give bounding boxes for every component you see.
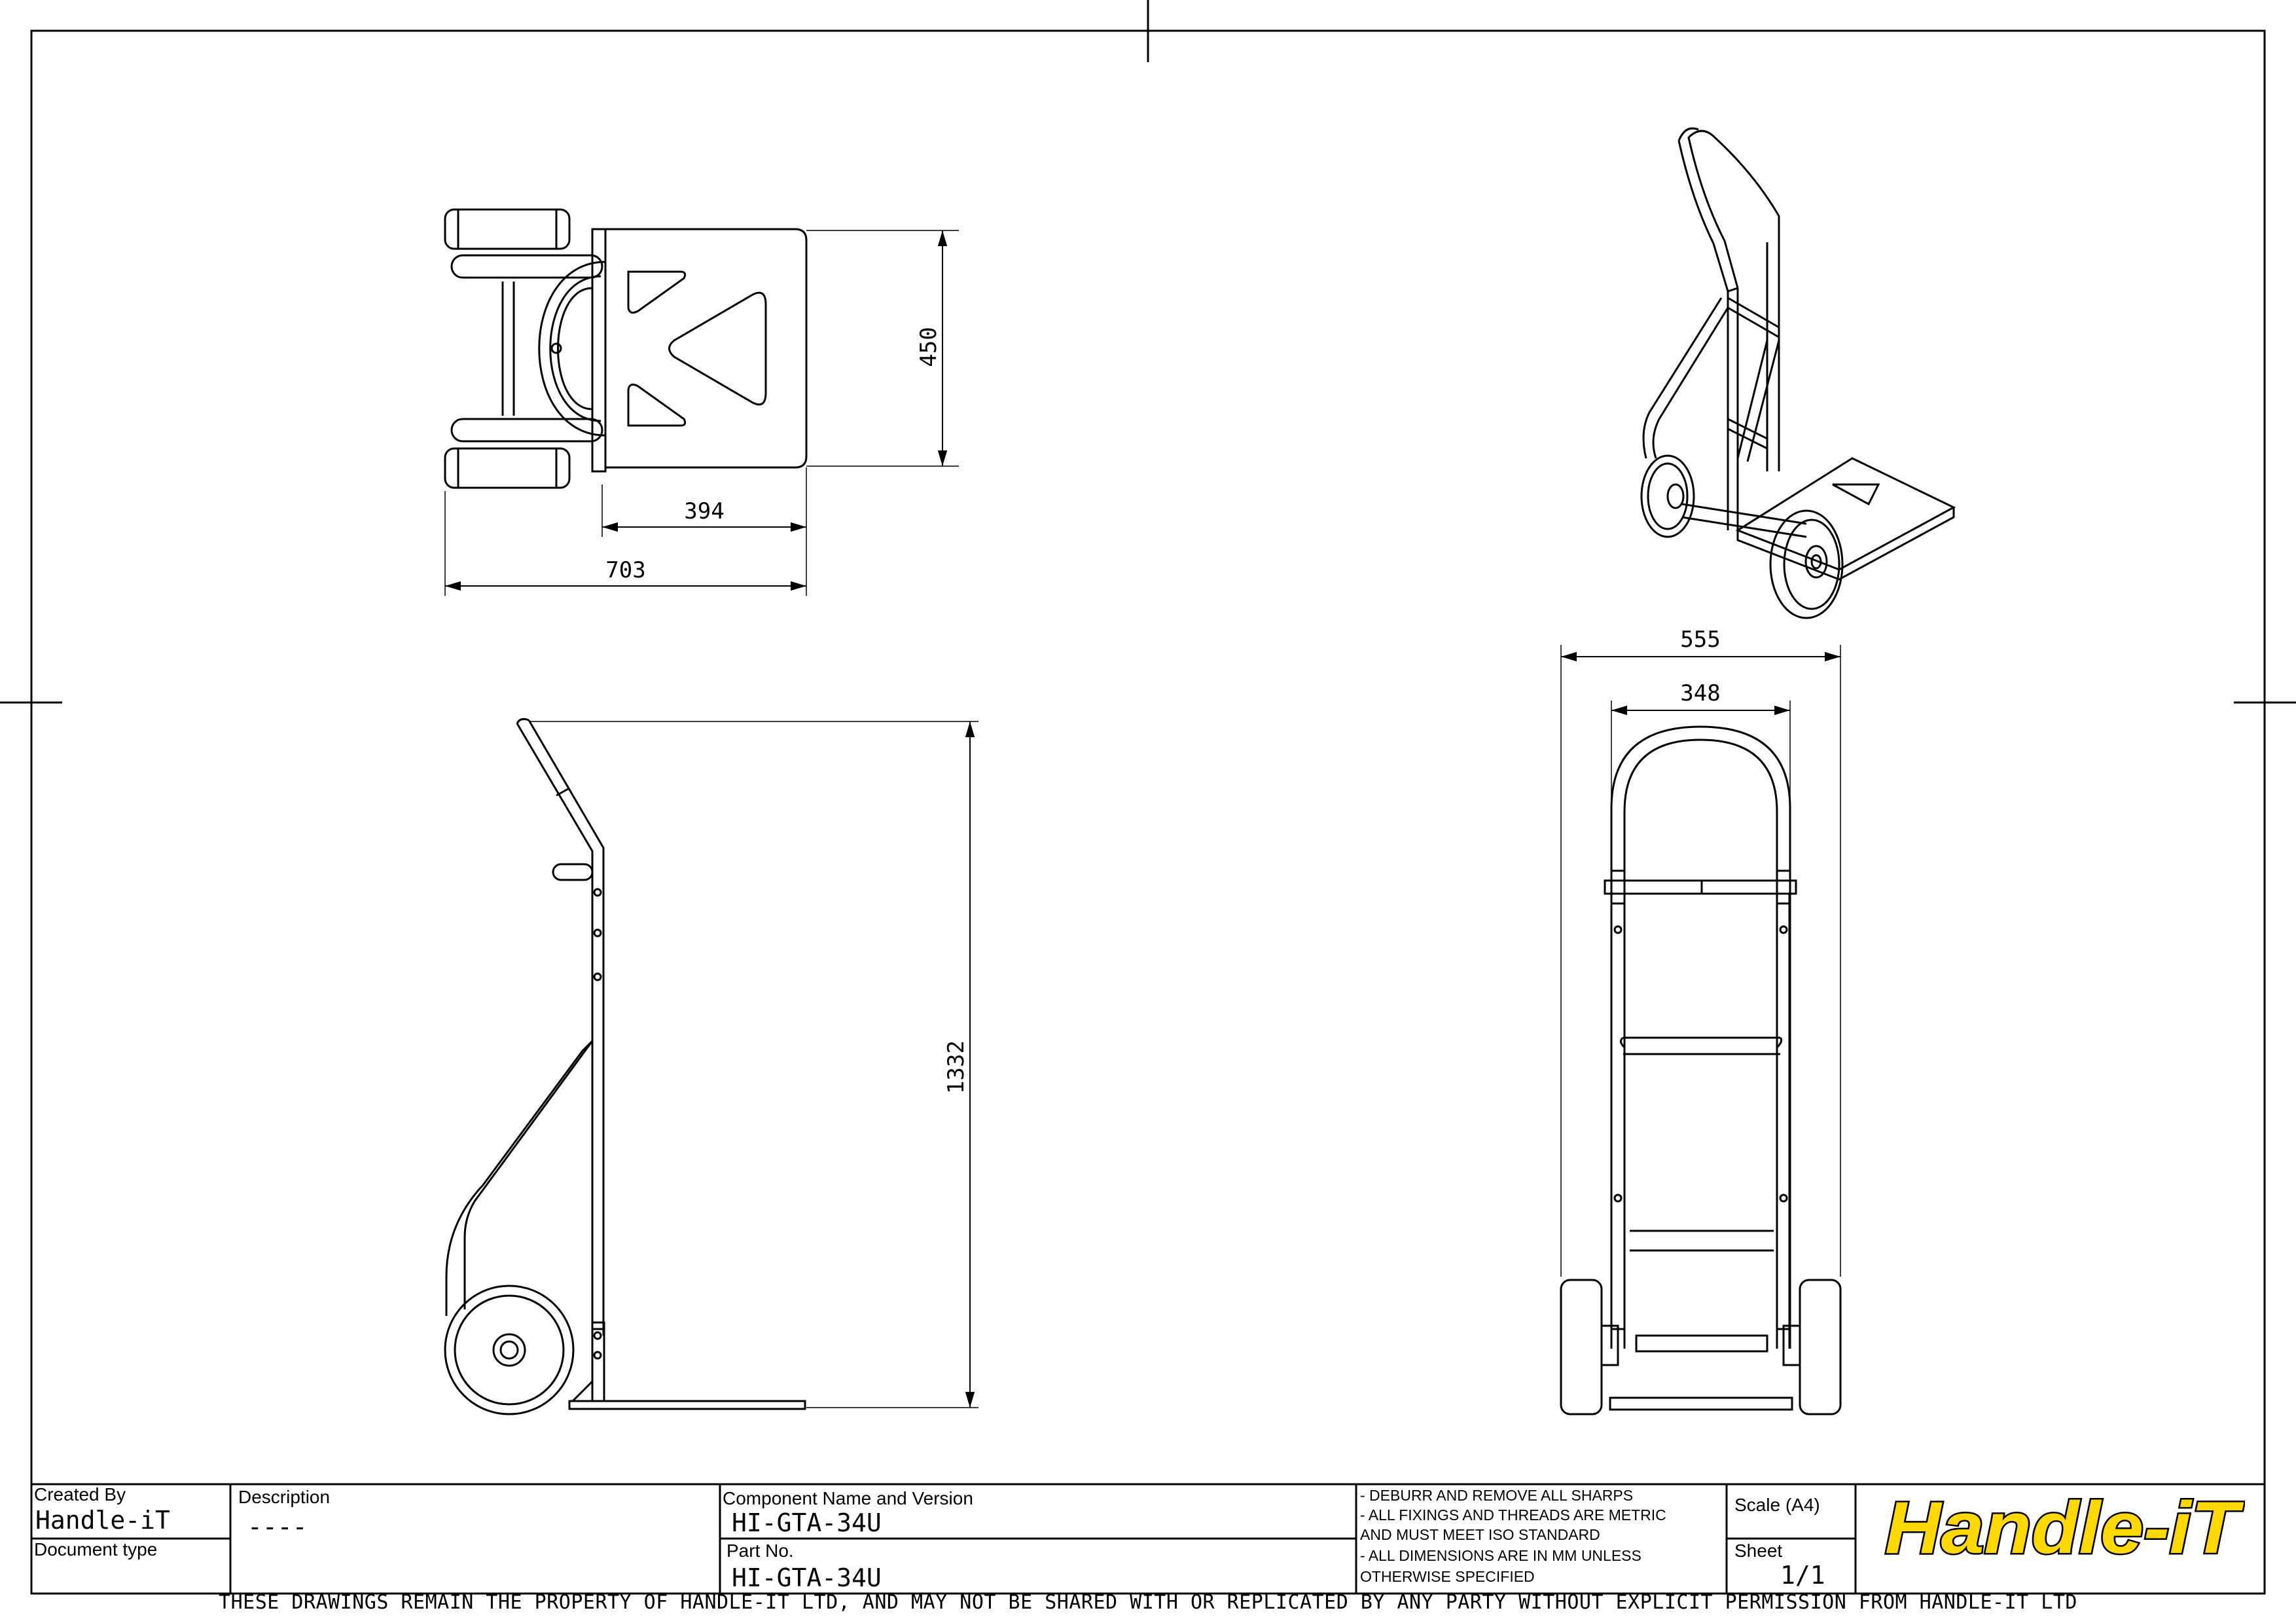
description-value: ---- — [247, 1512, 308, 1541]
handle-it-logo: Handle-iT — [1884, 1493, 2246, 1565]
note-line-3: AND MUST MEET ISO STANDARD — [1360, 1526, 1600, 1543]
dim-overall-height: 1332 — [943, 1040, 969, 1094]
created-by-value: Handle-iT — [35, 1506, 170, 1535]
logo-text: Handle-iT — [1885, 1493, 2244, 1565]
sheet-label: Sheet — [1734, 1541, 1783, 1561]
document-type-label: Document type — [34, 1539, 158, 1559]
dim-total-depth: 703 — [605, 557, 645, 583]
note-line-2: - ALL FIXINGS AND THREADS ARE METRIC — [1360, 1506, 1666, 1523]
note-line-5: OTHERWISE SPECIFIED — [1360, 1568, 1535, 1585]
dim-plate-width: 450 — [916, 327, 942, 367]
front-view-dimensions — [1561, 651, 1840, 716]
top-view-dimensions — [445, 230, 948, 591]
description-label: Description — [238, 1487, 331, 1507]
created-by-label: Created By — [34, 1484, 126, 1504]
part-no-value: HI-GTA-34U — [732, 1563, 882, 1592]
side-view — [444, 718, 978, 1415]
note-line-4: - ALL DIMENSIONS ARE IN MM UNLESS — [1360, 1547, 1641, 1564]
top-view — [444, 208, 959, 596]
dim-handle-width: 348 — [1680, 680, 1720, 706]
component-name-label: Component Name and Version — [723, 1488, 973, 1508]
note-line-1: - DEBURR AND REMOVE ALL SHARPS — [1360, 1487, 1634, 1504]
scale-label: Scale (A4) — [1734, 1495, 1820, 1515]
dim-plate-depth: 394 — [684, 498, 724, 524]
front-view — [1560, 645, 1842, 1415]
sheet-value: 1/1 — [1780, 1561, 1825, 1590]
component-name-value: HI-GTA-34U — [732, 1508, 882, 1537]
part-no-label: Part No. — [726, 1541, 794, 1561]
isometric-view — [1640, 127, 1956, 619]
dim-overall-width: 555 — [1680, 627, 1720, 653]
property-notice: THESE DRAWINGS REMAIN THE PROPERTY OF HA… — [219, 1591, 2077, 1614]
